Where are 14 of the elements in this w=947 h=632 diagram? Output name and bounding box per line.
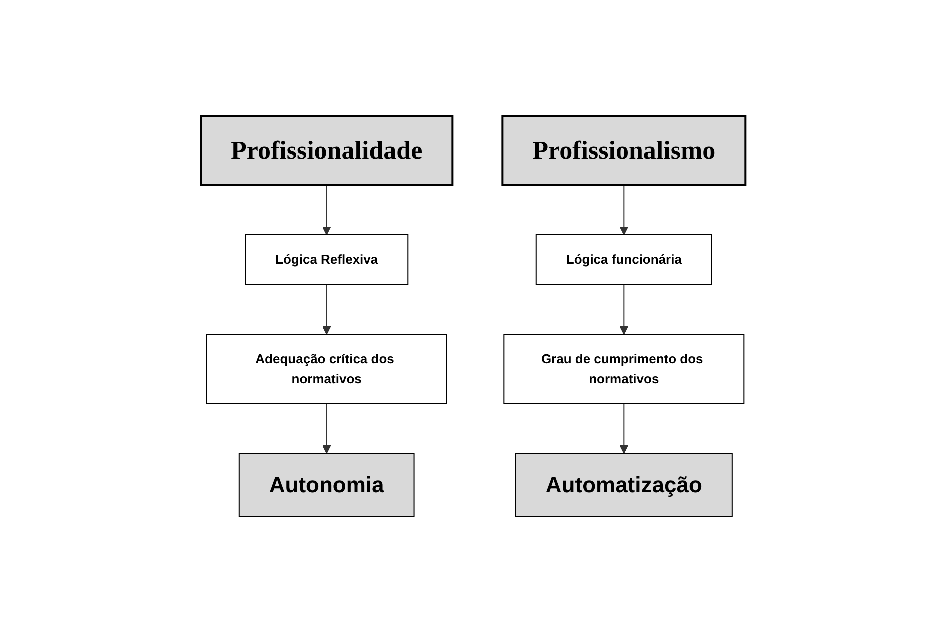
node-box: Autonomia [239, 452, 415, 517]
arrow [620, 284, 629, 335]
node-box: Adequação crítica dos normativos [206, 334, 448, 404]
node-box: Lógica funcionária [536, 234, 713, 285]
node-box: Lógica Reflexiva [245, 234, 409, 285]
node-box: Profissionalidade [200, 114, 454, 186]
node-box: Automatização [516, 452, 734, 517]
arrow [322, 184, 332, 236]
arrow [322, 402, 332, 454]
arrow [620, 184, 629, 236]
arrow [620, 402, 629, 454]
arrow [322, 284, 332, 335]
node-box: Profissionalismo [502, 114, 747, 186]
node-box: Grau de cumprimento dos normativos [504, 334, 745, 404]
